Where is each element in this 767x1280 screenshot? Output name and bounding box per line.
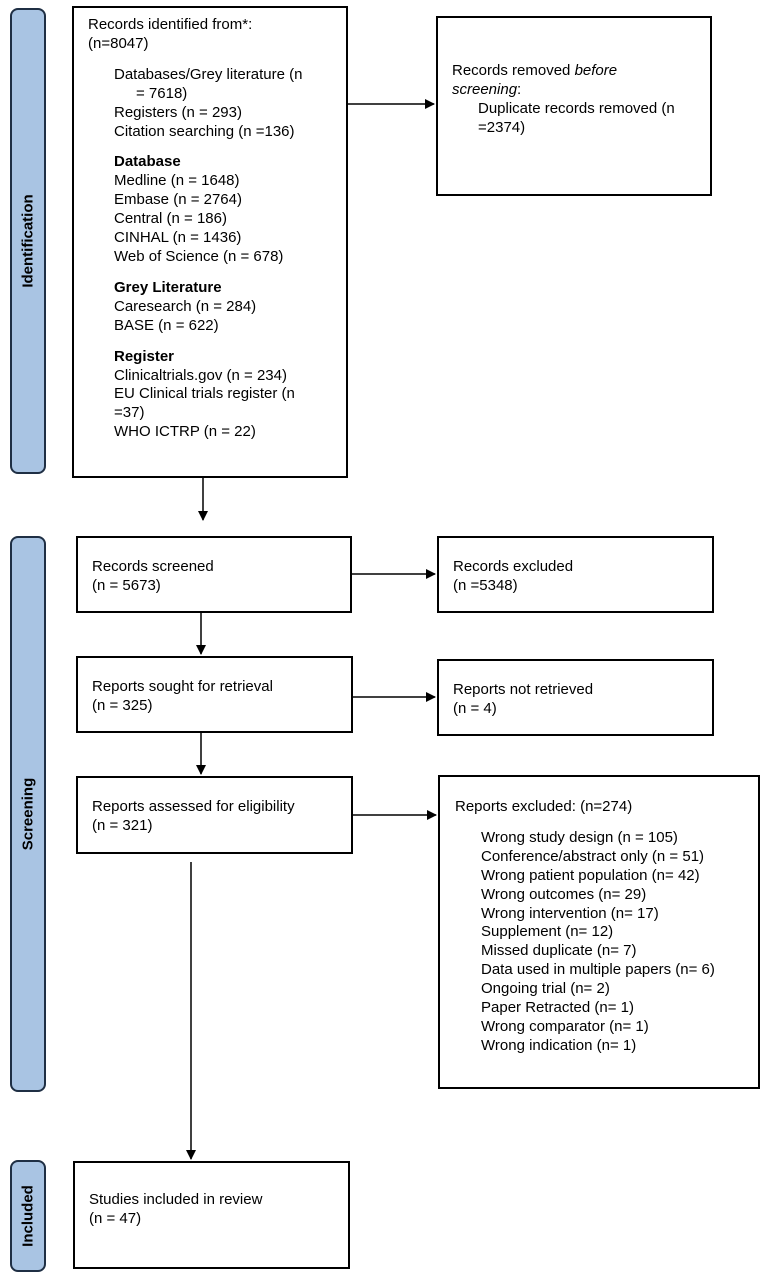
exclusion-reason: Wrong study design (n = 105) [481, 828, 678, 846]
grey-literature-line: BASE (n = 622) [114, 316, 219, 334]
exclusion-reason: Wrong intervention (n= 17) [481, 904, 659, 922]
studies-included-label: Studies included in review [89, 1191, 263, 1208]
source-line: = 7618) [136, 84, 188, 102]
exclusion-reason: Ongoing trial (n= 2) [481, 980, 610, 998]
phase-screening: Screening [10, 536, 46, 1092]
database-line: Central (n = 186) [114, 210, 227, 228]
exclusion-reason: Supplement (n= 12) [481, 923, 614, 941]
database-line: Embase (n = 2764) [114, 191, 242, 209]
database-line: Medline (n = 1648) [114, 172, 240, 190]
source-line: Citation searching (n =136) [114, 122, 295, 140]
phase-identification: Identification [10, 8, 46, 474]
records-screened-box: Records screened (n = 5673) [76, 536, 352, 613]
records-excluded-label: Records excluded [453, 558, 574, 575]
exclusion-reason: Conference/abstract only (n = 51) [481, 847, 705, 865]
duplicates-removed-line2: =2374) [478, 118, 526, 136]
database-line: Web of Science (n = 678) [114, 247, 284, 265]
reports-assessed-count: (n = 321) [92, 816, 153, 834]
reports-sought-box: Reports sought for retrieval (n = 325) [76, 656, 353, 733]
reports-assessed-box: Reports assessed for eligibility (n = 32… [76, 776, 353, 854]
exclusion-reason: Wrong indication (n= 1) [481, 1036, 637, 1054]
records-removed-box: Records removed before screening: Duplic… [436, 16, 712, 196]
studies-included-box: Studies included in review (n = 47) [73, 1161, 350, 1269]
reports-sought-label: Reports sought for retrieval [92, 678, 273, 695]
records-excluded-count: (n =5348) [453, 576, 518, 594]
exclusion-reason: Wrong outcomes (n= 29) [481, 885, 647, 903]
records-removed-line1: Records removed before [452, 62, 618, 79]
source-line: Registers (n = 293) [114, 103, 242, 121]
exclusion-reason: Data used in multiple papers (n= 6) [481, 961, 715, 979]
exclusion-reason: Wrong comparator (n= 1) [481, 1017, 649, 1035]
database-line: CINHAL (n = 1436) [114, 229, 242, 247]
records-identified-box: Records identified from*: (n=8047) Datab… [72, 6, 348, 478]
grey-literature-line: Caresearch (n = 284) [114, 297, 257, 315]
records-screened-count: (n = 5673) [92, 576, 161, 594]
records-identified-title: Records identified from*: [88, 16, 253, 33]
source-line: Databases/Grey literature (n [114, 65, 303, 83]
reports-not-retrieved-label: Reports not retrieved [453, 681, 594, 698]
duplicates-removed-line1: Duplicate records removed (n [478, 99, 675, 117]
exclusion-reason: Wrong patient population (n= 42) [481, 866, 700, 884]
register-line: Clinicaltrials.gov (n = 234) [114, 366, 287, 384]
phase-included: Included [10, 1160, 46, 1272]
studies-included-count: (n = 47) [89, 1209, 142, 1227]
register-line: EU Clinical trials register (n [114, 385, 295, 403]
exclusion-reason: Paper Retracted (n= 1) [481, 999, 634, 1017]
reports-excluded-box: Reports excluded: (n=274) Wrong study de… [438, 775, 760, 1089]
records-excluded-box: Records excluded (n =5348) [437, 536, 714, 613]
exclusion-reason: Missed duplicate (n= 7) [481, 942, 637, 960]
records-removed-line2: screening: [452, 80, 522, 98]
register-line: =37) [114, 404, 145, 422]
reports-not-retrieved-box: Reports not retrieved (n = 4) [437, 659, 714, 736]
register-line: WHO ICTRP (n = 22) [114, 423, 256, 441]
reports-excluded-title: Reports excluded: (n=274) [455, 798, 633, 815]
grey-literature-heading: Grey Literature [114, 278, 222, 296]
records-screened-label: Records screened [92, 558, 214, 575]
reports-sought-count: (n = 325) [92, 696, 153, 714]
reports-not-retrieved-count: (n = 4) [453, 699, 497, 717]
register-heading: Register [114, 347, 175, 365]
reports-assessed-label: Reports assessed for eligibility [92, 798, 295, 815]
database-heading: Database [114, 153, 181, 171]
records-identified-total: (n=8047) [88, 34, 149, 52]
